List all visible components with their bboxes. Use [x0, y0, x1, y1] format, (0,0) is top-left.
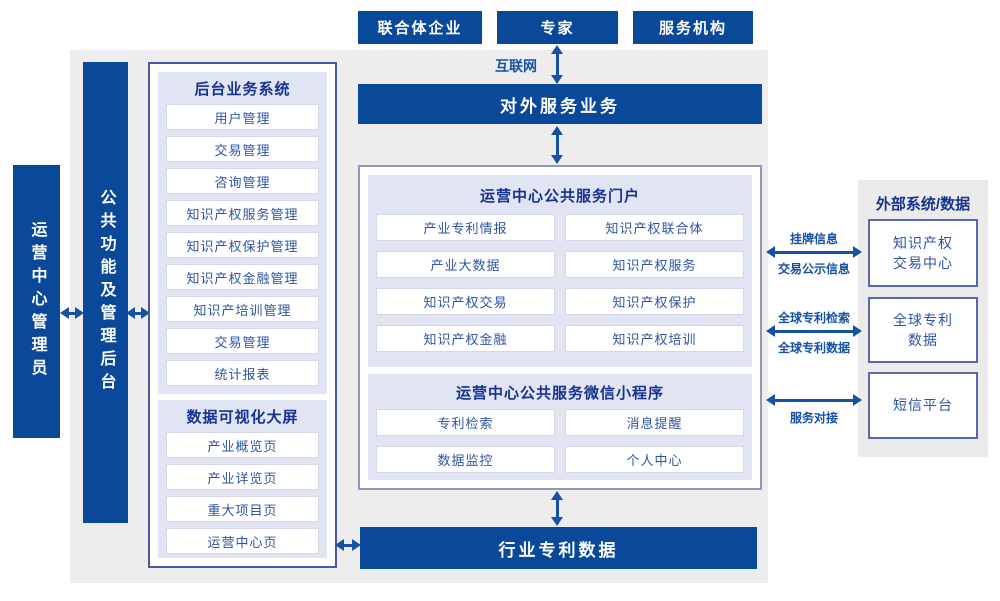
- link-label-service-docking: 服务对接: [789, 411, 838, 425]
- list-item: 重大项目页: [166, 496, 319, 522]
- list-item: 产业大数据: [376, 251, 555, 278]
- arrow-down-icon: [551, 75, 563, 84]
- external-system-ip-trading-center: 知识产权 交易中心: [868, 219, 978, 287]
- list-item: 产业概览页: [166, 432, 319, 458]
- data-visualization-list: 产业概览页 产业详览页 重大项目页 运营中心页: [166, 432, 319, 554]
- external-systems-title: 外部系统/数据: [875, 196, 971, 213]
- list-item: 运营中心页: [166, 528, 319, 554]
- arrow-down-icon: [551, 517, 563, 526]
- arrow-left-icon: [766, 246, 775, 258]
- list-item: 消息提醒: [565, 409, 744, 436]
- list-item: 统计报表: [166, 360, 319, 386]
- link-label-trade-publicity: 交易公示信息: [777, 262, 850, 276]
- external-service-label: 对外服务业务: [500, 96, 620, 116]
- arrow-right-icon: [352, 539, 361, 551]
- arrow-right-icon: [853, 394, 862, 406]
- link-label-listing-info: 挂牌信息: [789, 232, 838, 246]
- arrow-admin-to-backend: [60, 307, 84, 319]
- arrow-visualization-to-patent-data: [335, 539, 361, 551]
- arrow-left-icon: [766, 394, 775, 406]
- arrow-backend-to-panel: [126, 307, 150, 319]
- arrow-to-ip-trading-center: [766, 246, 862, 258]
- list-item: 交易管理: [166, 328, 319, 354]
- arrow-portal-to-patent-data: [551, 491, 563, 526]
- ext-box-line: 短信平台: [893, 397, 953, 414]
- arrow-to-global-patent-data: [766, 325, 862, 337]
- list-item: 知识产权交易: [376, 288, 555, 315]
- list-item: 知识产权金融: [376, 325, 555, 352]
- left-systems-outer-box: 后台业务系统 用户管理 交易管理 咨询管理 知识产权服务管理 知识产权保护管理 …: [148, 62, 337, 568]
- list-item: 知识产权联合体: [565, 214, 744, 241]
- list-item: 知识产权服务管理: [166, 200, 319, 226]
- arrow-to-sms-platform: [766, 394, 862, 406]
- list-item: 知识产权保护管理: [166, 232, 319, 258]
- arrow-service-to-portal: [551, 126, 563, 164]
- ext-box-line: 知识产权: [893, 234, 953, 251]
- operation-center-admin-bar: 运营中心管理员: [13, 165, 60, 438]
- list-item: 咨询管理: [166, 168, 319, 194]
- list-item: 知识产权培训: [565, 325, 744, 352]
- list-item: 知识产培训管理: [166, 296, 319, 322]
- actor-consortium-label: 联合体企业: [377, 20, 463, 37]
- list-item: 专利检索: [376, 409, 555, 436]
- wechat-miniprogram-title: 运营中心公共服务微信小程序: [455, 385, 664, 402]
- data-visualization-title: 数据可视化大屏: [186, 409, 299, 426]
- list-item: 数据监控: [376, 446, 555, 473]
- actor-experts-label: 专家: [540, 20, 575, 37]
- industry-patent-data-bar: 行业专利数据: [360, 527, 757, 569]
- arrow-right-icon: [853, 325, 862, 337]
- arrow-left-icon: [60, 307, 69, 319]
- arrow-down-icon: [551, 155, 563, 164]
- actor-experts: 专家: [497, 11, 618, 44]
- public-function-backend-label: 公共功能及管理后台: [97, 189, 115, 396]
- center-platform-outer-box: 运营中心公共服务门户 产业专利情报 知识产权联合体 产业大数据 知识产权服务 知…: [358, 165, 762, 490]
- list-item: 知识产权服务: [565, 251, 744, 278]
- miniprogram-items-grid: 专利检索 消息提醒 数据监控 个人中心: [376, 409, 744, 473]
- arrow-left-icon: [335, 539, 344, 551]
- arrow-up-icon: [551, 126, 563, 135]
- external-system-global-patent-data: 全球专利 数据: [868, 297, 978, 363]
- backend-system-title: 后台业务系统: [194, 81, 291, 98]
- data-visualization-panel: 数据可视化大屏 产业概览页 产业详览页 重大项目页 运营中心页: [158, 400, 327, 558]
- ext-box-line: 交易中心: [893, 255, 953, 271]
- operation-center-admin-label: 运营中心管理员: [28, 221, 46, 382]
- list-item: 知识产权保护: [565, 288, 744, 315]
- list-item: 产业专利情报: [376, 214, 555, 241]
- industry-patent-data-label: 行业专利数据: [498, 540, 619, 560]
- arrow-left-icon: [766, 325, 775, 337]
- list-item: 个人中心: [565, 446, 744, 473]
- list-item: 用户管理: [166, 104, 319, 130]
- portal-items-grid: 产业专利情报 知识产权联合体 产业大数据 知识产权服务 知识产权交易 知识产权保…: [376, 214, 744, 352]
- arrow-up-icon: [551, 491, 563, 500]
- actor-consortium-enterprises: 联合体企业: [358, 11, 482, 44]
- wechat-miniprogram-panel: 运营中心公共服务微信小程序 专利检索 消息提醒 数据监控 个人中心: [368, 374, 752, 480]
- link-label-global-patent-data: 全球专利数据: [777, 341, 850, 355]
- external-service-bar: 对外服务业务: [358, 84, 762, 124]
- arrow-right-icon: [75, 307, 84, 319]
- backend-system-panel: 后台业务系统 用户管理 交易管理 咨询管理 知识产权服务管理 知识产权保护管理 …: [158, 72, 327, 394]
- arrow-left-icon: [126, 307, 135, 319]
- public-function-backend-bar: 公共功能及管理后台: [83, 62, 128, 523]
- ext-box-line: 全球专利: [893, 311, 953, 328]
- arrow-right-icon: [141, 307, 150, 319]
- arrow-up-icon: [551, 45, 563, 54]
- public-service-portal-panel: 运营中心公共服务门户 产业专利情报 知识产权联合体 产业大数据 知识产权服务 知…: [368, 175, 752, 367]
- list-item: 交易管理: [166, 136, 319, 162]
- actor-service-agencies: 服务机构: [633, 11, 753, 44]
- public-service-portal-title: 运营中心公共服务门户: [479, 188, 640, 205]
- external-system-sms-platform: 短信平台: [868, 372, 978, 439]
- actor-agencies-label: 服务机构: [658, 20, 727, 37]
- list-item: 产业详览页: [166, 464, 319, 490]
- list-item: 知识产权金融管理: [166, 264, 319, 290]
- arrow-internet-to-external-service: [551, 45, 563, 84]
- arrow-right-icon: [853, 246, 862, 258]
- link-label-global-patent-search: 全球专利检索: [777, 311, 850, 325]
- backend-system-list: 用户管理 交易管理 咨询管理 知识产权服务管理 知识产权保护管理 知识产权金融管…: [166, 104, 319, 386]
- internet-label: 互联网: [495, 58, 537, 74]
- ext-box-line: 数据: [908, 332, 938, 348]
